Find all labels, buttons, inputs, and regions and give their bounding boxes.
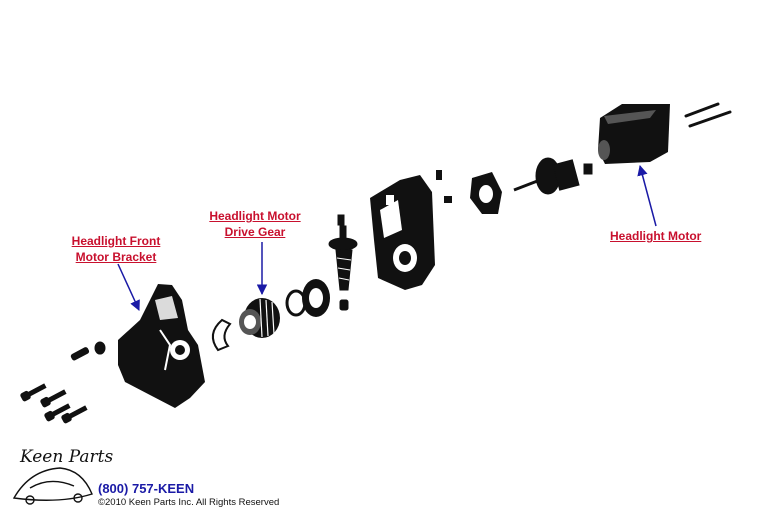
keen-parts-logo-text: Keen Parts: [20, 447, 114, 467]
callout-arrows: [117, 164, 657, 311]
motor-armature-part: [513, 157, 593, 195]
motor-drive-gear-part: [239, 298, 280, 338]
front-motor-bracket-part: [118, 284, 205, 408]
worm-gear-shaft-part: [328, 214, 358, 311]
callout-gear-line1: Headlight Motor: [209, 209, 301, 223]
washers: [285, 279, 330, 317]
mounting-screws: [20, 341, 106, 424]
gear-housing-part: [370, 170, 452, 290]
callout-bracket-line1: Headlight Front: [71, 234, 161, 248]
motor-through-bolts: [684, 102, 732, 128]
callout-headlight-motor-drive-gear[interactable]: Headlight Motor Drive Gear: [203, 208, 307, 240]
keen-parts-logo-car: [12, 467, 93, 505]
retaining-clip-part: [211, 318, 232, 352]
callout-gear-line2: Drive Gear: [224, 225, 286, 239]
callout-headlight-motor[interactable]: Headlight Motor: [610, 228, 701, 244]
headlight-motor-part: [598, 104, 670, 164]
callout-bracket-line2: Motor Bracket: [75, 250, 157, 264]
phone-number: (800) 757-KEEN: [98, 481, 195, 496]
copyright-notice: ©2010 Keen Parts Inc. All Rights Reserve…: [98, 497, 280, 508]
callout-headlight-front-motor-bracket[interactable]: Headlight Front Motor Bracket: [66, 233, 166, 265]
mounting-flange-part: [470, 172, 502, 214]
callout-motor-line1: Headlight Motor: [610, 229, 702, 243]
